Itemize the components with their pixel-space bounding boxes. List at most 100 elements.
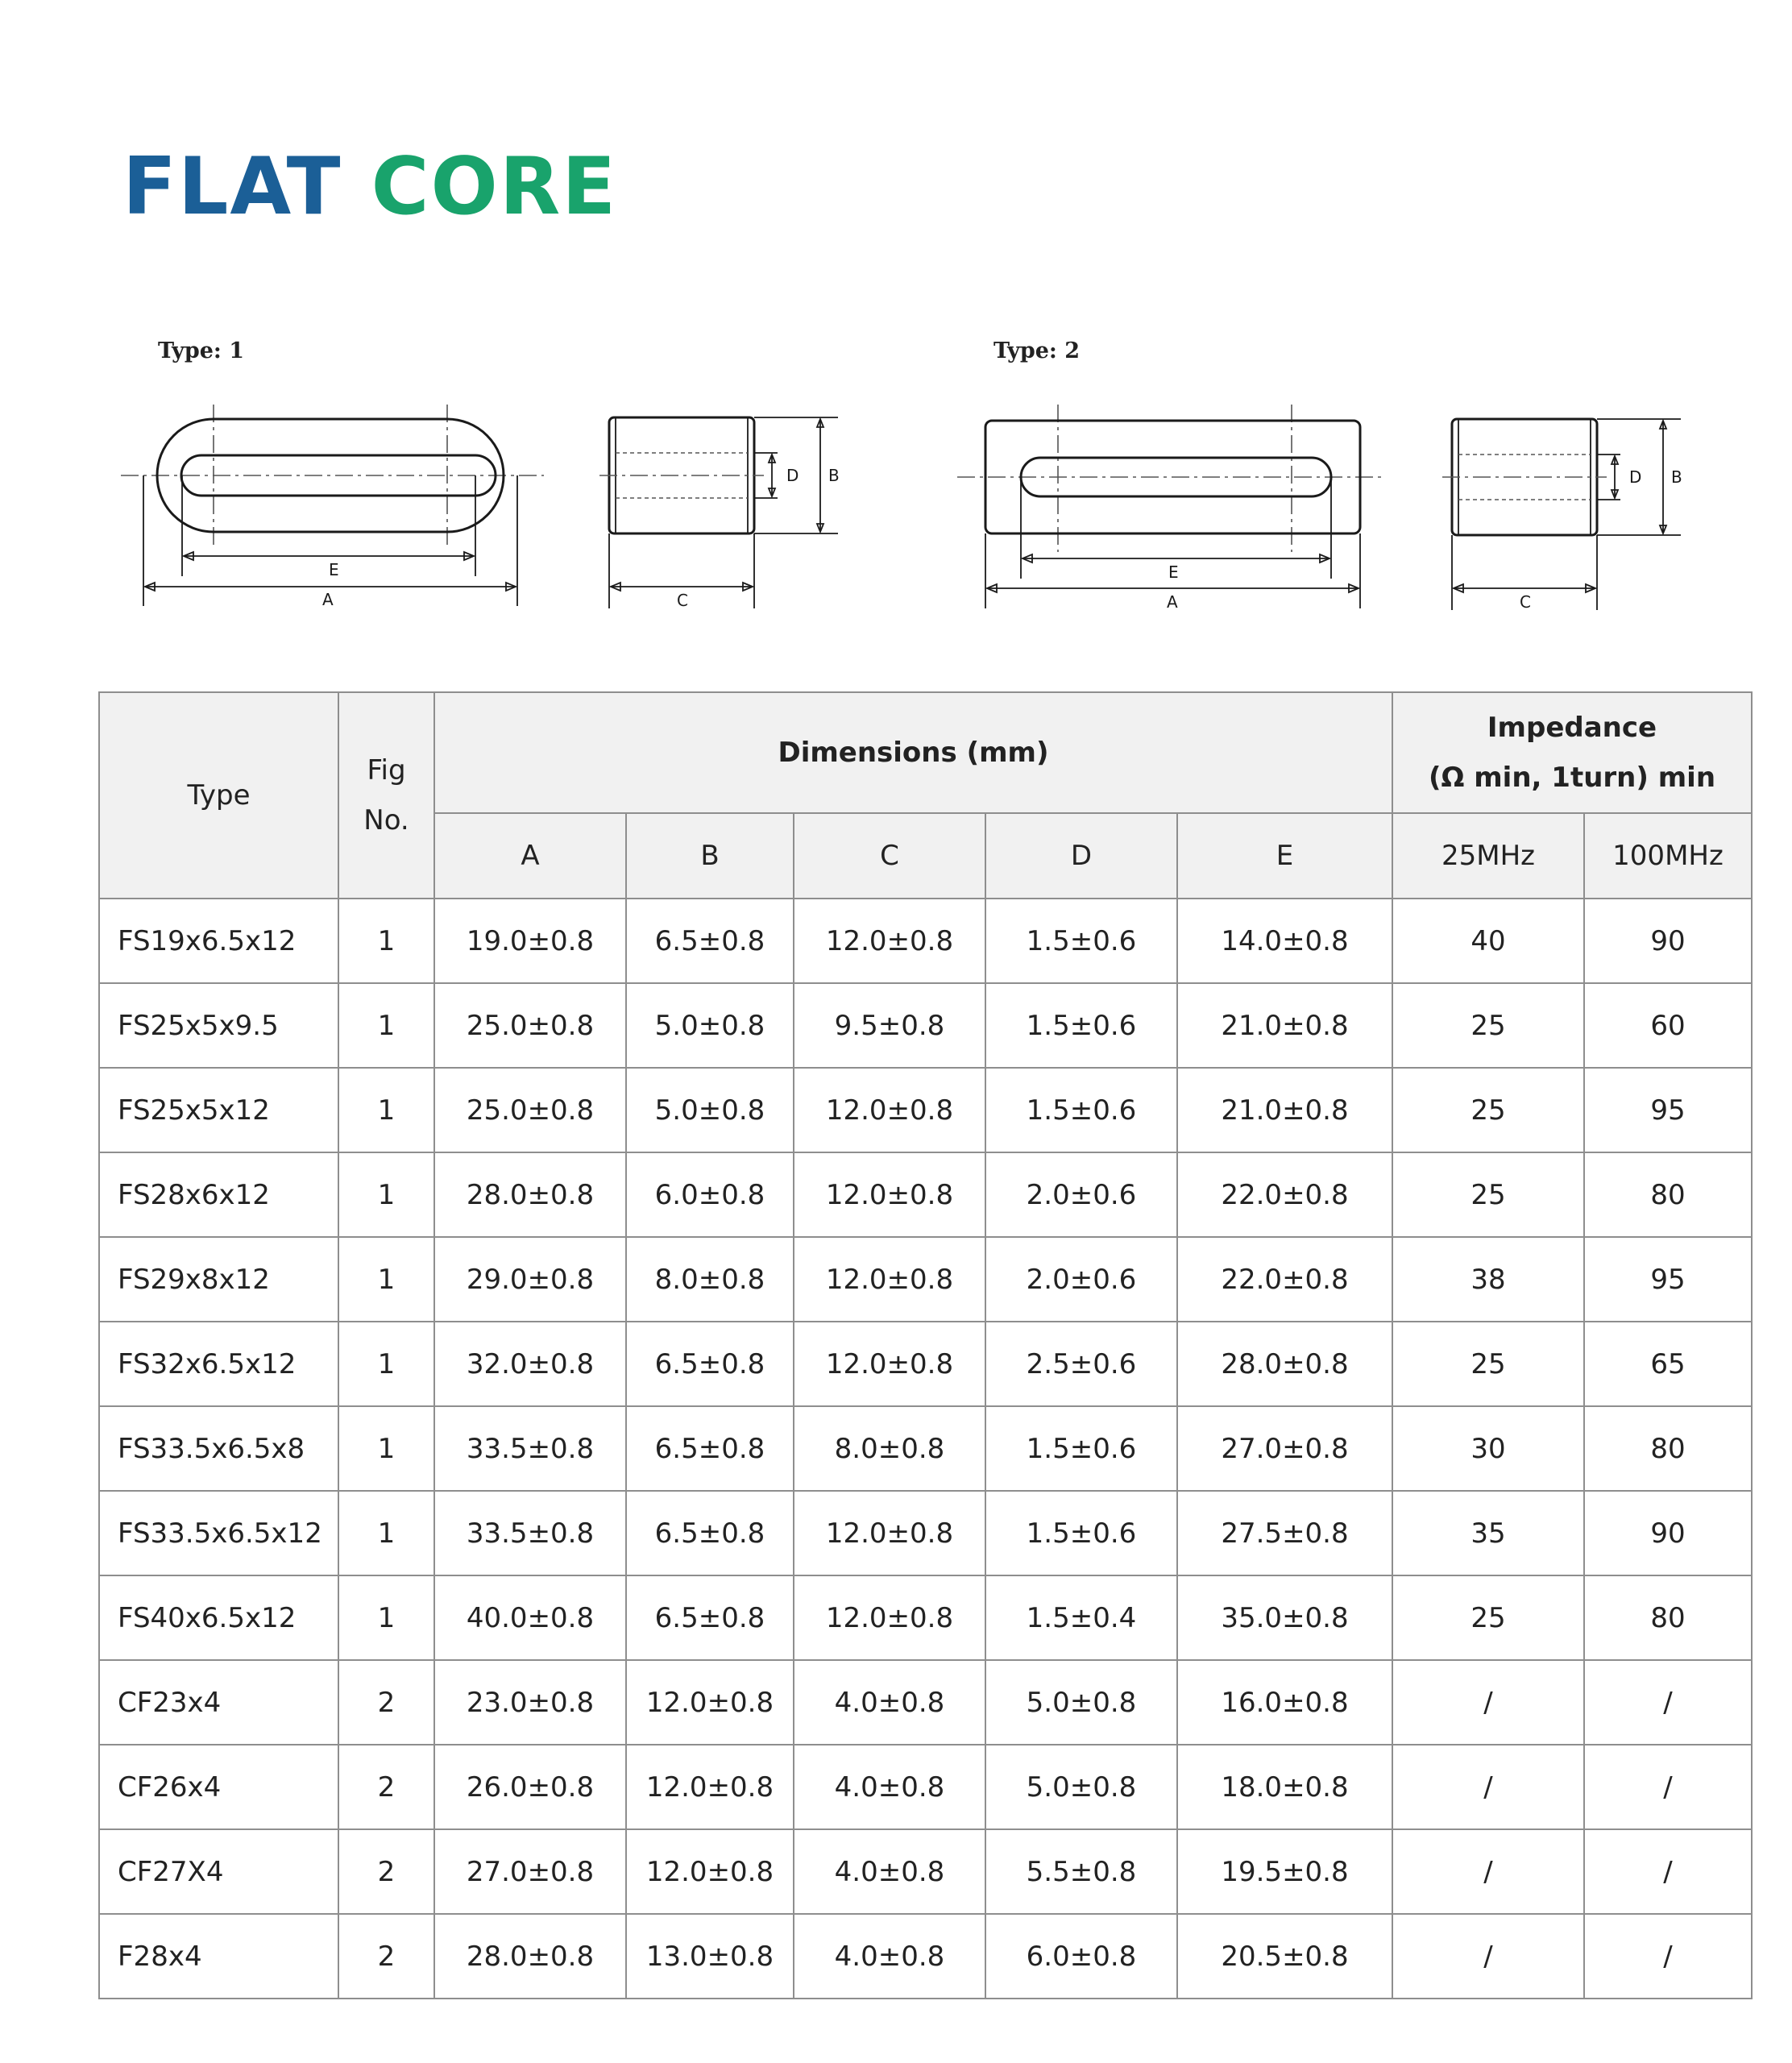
cell-dim-c: 12.0±0.8 <box>793 898 986 984</box>
cell-imp-100mhz: 60 <box>1583 982 1753 1069</box>
cell-imp-25mhz: / <box>1392 1828 1585 1915</box>
cell-dim-e: 14.0±0.8 <box>1176 898 1393 984</box>
cell-imp-25mhz: / <box>1392 1659 1585 1745</box>
cell-type: FS32x6.5x12 <box>98 1321 339 1407</box>
header-dim-d: D <box>985 812 1178 899</box>
cell-dim-c: 4.0±0.8 <box>793 1659 986 1745</box>
cell-dim-b: 12.0±0.8 <box>625 1828 794 1915</box>
header-fig-line2: No. <box>363 804 409 836</box>
cell-imp-100mhz: 65 <box>1583 1321 1753 1407</box>
cell-dim-e: 28.0±0.8 <box>1176 1321 1393 1407</box>
cell-dim-b: 6.5±0.8 <box>625 1490 794 1576</box>
cell-dim-d: 2.5±0.6 <box>985 1321 1178 1407</box>
cell-dim-a: 28.0±0.8 <box>433 1913 627 1999</box>
cell-dim-d: 2.0±0.6 <box>985 1152 1178 1238</box>
cell-fig-no: 2 <box>338 1828 435 1915</box>
type-1-dim-e: E <box>329 560 339 579</box>
cell-fig-no: 1 <box>338 1405 435 1492</box>
cell-dim-d: 6.0±0.8 <box>985 1913 1178 1999</box>
type-2-side-view-diagram: D B C <box>1442 417 1682 612</box>
cell-fig-no: 1 <box>338 1067 435 1153</box>
title-word-flat: FLAT <box>122 141 342 233</box>
cell-type: FS33.5x6.5x8 <box>98 1405 339 1492</box>
cell-type: FS28x6x12 <box>98 1152 339 1238</box>
header-dim-a: A <box>433 812 627 899</box>
cell-dim-a: 32.0±0.8 <box>433 1321 627 1407</box>
header-type: Type <box>98 691 339 899</box>
cell-type: CF27X4 <box>98 1828 339 1915</box>
cell-dim-e: 18.0±0.8 <box>1176 1744 1393 1830</box>
cell-type: FS29x8x12 <box>98 1236 339 1322</box>
cell-dim-b: 12.0±0.8 <box>625 1744 794 1830</box>
type-1-dim-c: C <box>677 591 688 610</box>
cell-imp-25mhz: 25 <box>1392 1321 1585 1407</box>
cell-dim-b: 5.0±0.8 <box>625 1067 794 1153</box>
type-2-label: Type: 2 <box>993 338 1081 363</box>
cell-imp-25mhz: 25 <box>1392 1067 1585 1153</box>
cell-fig-no: 1 <box>338 1575 435 1661</box>
type-1-dim-a: A <box>322 590 334 609</box>
type-2-front-view-diagram: E A <box>957 405 1384 612</box>
cell-dim-c: 4.0±0.8 <box>793 1913 986 1999</box>
cell-dim-c: 4.0±0.8 <box>793 1828 986 1915</box>
header-impedance: Impedance (Ω min, 1turn) min <box>1391 691 1753 814</box>
cell-dim-a: 19.0±0.8 <box>433 898 627 984</box>
header-dim-e: E <box>1176 812 1393 899</box>
cell-dim-d: 1.5±0.6 <box>985 1490 1178 1576</box>
header-impedance-line1: Impedance <box>1487 712 1657 744</box>
cell-dim-b: 6.5±0.8 <box>625 1321 794 1407</box>
cell-dim-d: 1.5±0.6 <box>985 1067 1178 1153</box>
header-dimensions: Dimensions (mm) <box>433 691 1393 814</box>
cell-dim-a: 23.0±0.8 <box>433 1659 627 1745</box>
cell-dim-d: 1.5±0.4 <box>985 1575 1178 1661</box>
type-2-dim-b: B <box>1671 467 1682 487</box>
type-1-dim-b: B <box>828 466 840 485</box>
cell-dim-c: 12.0±0.8 <box>793 1321 986 1407</box>
cell-dim-a: 33.5±0.8 <box>433 1405 627 1492</box>
cell-fig-no: 1 <box>338 1490 435 1576</box>
cell-imp-100mhz: / <box>1583 1913 1753 1999</box>
cell-imp-100mhz: 90 <box>1583 1490 1753 1576</box>
header-dim-b: B <box>625 812 794 899</box>
cell-dim-e: 27.5±0.8 <box>1176 1490 1393 1576</box>
cell-dim-d: 5.5±0.8 <box>985 1828 1178 1915</box>
cell-imp-25mhz: 40 <box>1392 898 1585 984</box>
cell-dim-a: 27.0±0.8 <box>433 1828 627 1915</box>
cell-type: F28x4 <box>98 1913 339 1999</box>
cell-dim-e: 22.0±0.8 <box>1176 1152 1393 1238</box>
type-1-side-view-diagram: D B C <box>599 416 840 610</box>
type-2-dim-c: C <box>1520 592 1531 612</box>
cell-dim-a: 33.5±0.8 <box>433 1490 627 1576</box>
cell-dim-c: 12.0±0.8 <box>793 1575 986 1661</box>
header-imp-100mhz: 100MHz <box>1583 812 1753 899</box>
cell-imp-100mhz: / <box>1583 1744 1753 1830</box>
cell-fig-no: 2 <box>338 1913 435 1999</box>
cell-dim-e: 20.5±0.8 <box>1176 1913 1393 1999</box>
type-1-front-view-diagram: E A <box>121 405 544 609</box>
cell-dim-a: 28.0±0.8 <box>433 1152 627 1238</box>
title-word-core: CORE <box>371 141 618 233</box>
cell-imp-25mhz: 35 <box>1392 1490 1585 1576</box>
header-dim-c: C <box>793 812 986 899</box>
cell-imp-100mhz: / <box>1583 1659 1753 1745</box>
cell-fig-no: 1 <box>338 898 435 984</box>
cell-fig-no: 2 <box>338 1744 435 1830</box>
cell-imp-25mhz: 38 <box>1392 1236 1585 1322</box>
cell-dim-e: 22.0±0.8 <box>1176 1236 1393 1322</box>
cell-fig-no: 2 <box>338 1659 435 1745</box>
cell-type: CF26x4 <box>98 1744 339 1830</box>
cell-imp-100mhz: 80 <box>1583 1405 1753 1492</box>
type-1-dim-d: D <box>786 466 799 485</box>
header-fig-line1: Fig <box>367 754 406 787</box>
cell-dim-a: 29.0±0.8 <box>433 1236 627 1322</box>
